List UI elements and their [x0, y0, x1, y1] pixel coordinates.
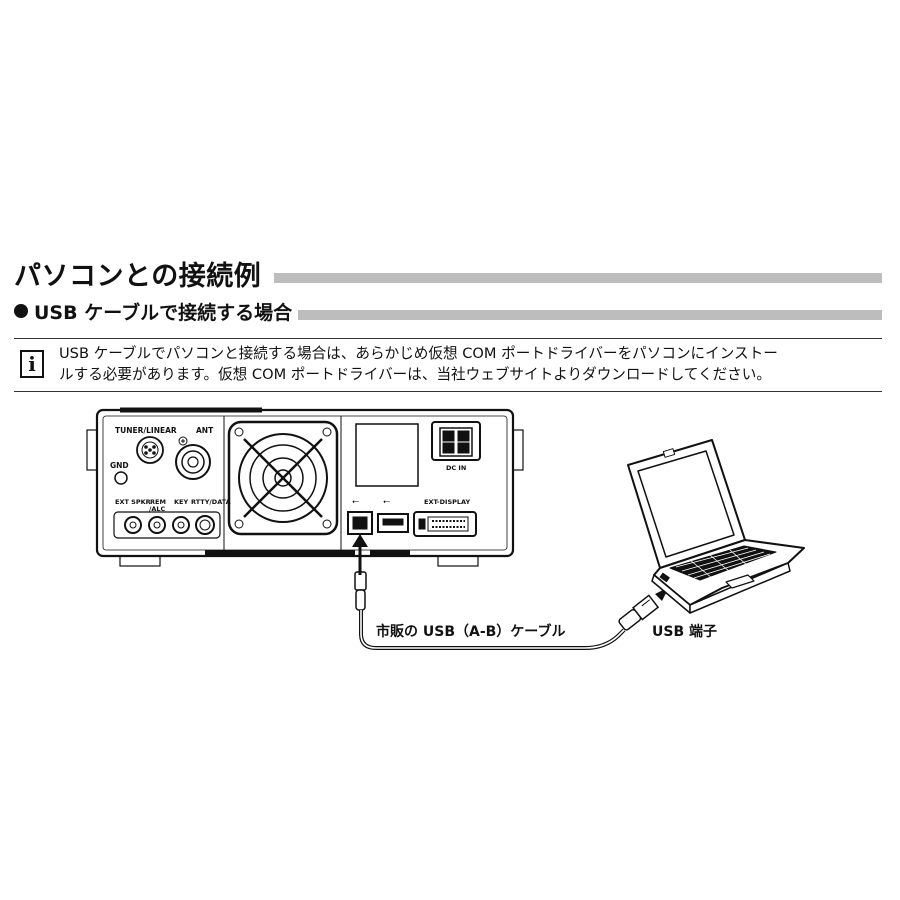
- page-title: パソコンとの接続例: [14, 254, 268, 293]
- cable-label: 市販の USB（A-B）ケーブル: [376, 621, 566, 641]
- label-key: KEY: [174, 498, 188, 506]
- subheading-rule: [14, 310, 882, 320]
- label-ext-display: EXT-DISPLAY: [424, 498, 470, 506]
- label-rtty-data: RTTY/DATA: [191, 498, 231, 506]
- usb-cable: [354, 571, 669, 650]
- label-rem: REM: [150, 498, 166, 506]
- label-alc: /ALC: [149, 505, 166, 513]
- heading-rule: [274, 273, 882, 283]
- tuner-linear-connector: [136, 436, 164, 464]
- usb-a-port: ⭠: [377, 497, 409, 533]
- connection-diagram: ⭠ ⭠ TUNER/LINEAR ANT GND EXT SPKR REM /A…: [86, 407, 805, 650]
- connection-arrow: [352, 534, 368, 575]
- info-bottom-rule: [14, 391, 882, 392]
- subheading-text: USB ケーブルで接続する場合: [14, 298, 299, 325]
- info-note: USB ケーブルでパソコンと接続する場合は、あらかじめ仮想 COM ポートドライ…: [59, 343, 885, 385]
- section-heading: パソコンとの接続例: [14, 254, 882, 293]
- usb-port-label: USB 端子: [652, 621, 717, 641]
- rear-panel-labels: TUNER/LINEAR ANT GND EXT SPKR REM /ALC K…: [110, 426, 470, 513]
- info-top-rule: [14, 338, 882, 339]
- audio-jacks: [113, 511, 221, 539]
- laptop-computer: [627, 439, 805, 614]
- section-subheading: USB ケーブルで接続する場合: [14, 298, 882, 326]
- info-line-1: USB ケーブルでパソコンと接続する場合は、あらかじめ仮想 COM ポートドライ…: [59, 345, 778, 362]
- label-ext-spkr: EXT SPKR: [115, 498, 151, 506]
- usb-b-port: ⭠: [347, 497, 373, 535]
- transceiver-rear-panel: [86, 407, 524, 567]
- svg-text:⭠: ⭠: [352, 497, 359, 507]
- label-dc-in: DC IN: [446, 464, 466, 472]
- panel-window: [355, 423, 419, 487]
- cooling-fan: [227, 420, 339, 536]
- gnd-terminal: [114, 471, 128, 485]
- antenna-connector: [175, 436, 211, 480]
- dc-in-connector: [431, 421, 481, 461]
- bullet-icon: [14, 304, 28, 318]
- label-ant: ANT: [196, 426, 214, 435]
- ext-display-connector: [413, 511, 477, 537]
- info-icon: i: [20, 350, 44, 378]
- info-line-2: ルする必要があります。仮想 COM ポートドライバーは、当社ウェブサイトよりダウ…: [59, 366, 771, 383]
- subheading-label: USB ケーブルで接続する場合: [34, 302, 293, 324]
- label-gnd: GND: [110, 461, 129, 470]
- label-tuner-linear: TUNER/LINEAR: [115, 426, 177, 435]
- svg-text:⭠: ⭠: [383, 497, 390, 507]
